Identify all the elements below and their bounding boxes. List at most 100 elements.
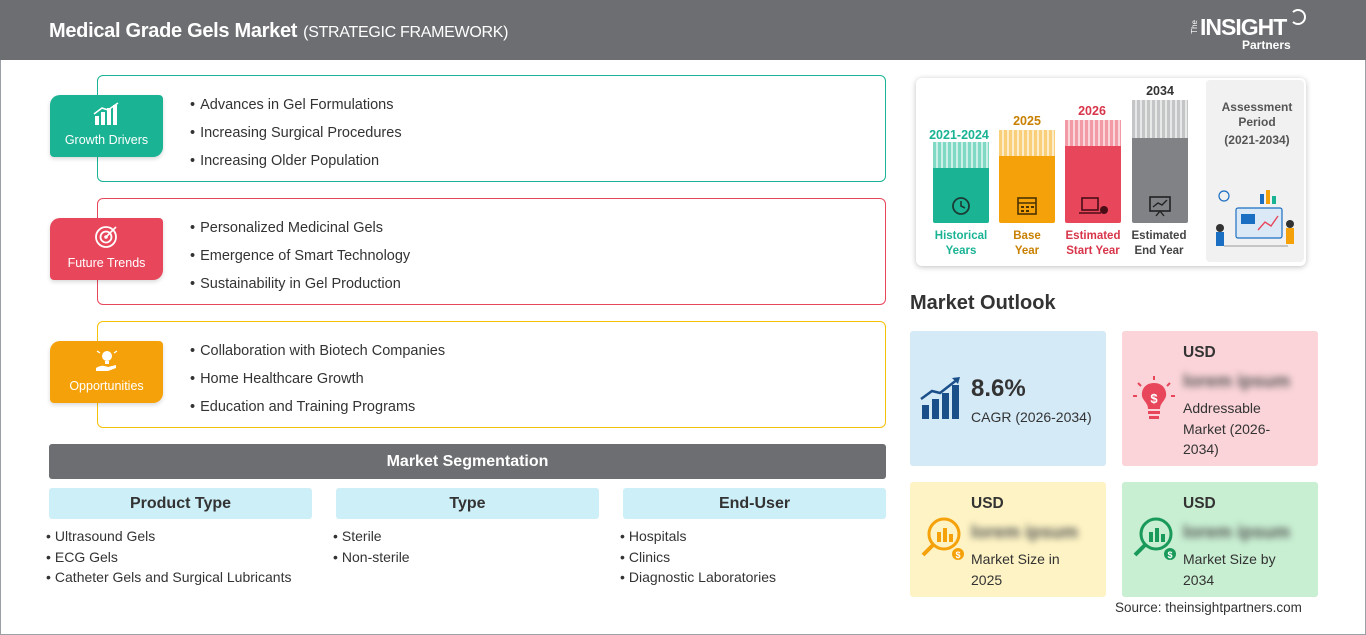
label-line: Start Year <box>1066 244 1120 257</box>
list-item: Catheter Gels and Surgical Lubricants <box>46 567 292 588</box>
label-line: Estimated <box>1131 230 1187 242</box>
assessment-period-years: (2021-2034) <box>1224 133 1290 147</box>
desc-line: 2034) <box>1183 441 1219 457</box>
label-line: Year <box>1014 244 1040 257</box>
timeline-bar-historical <box>933 142 989 223</box>
presentation-icon <box>1149 196 1171 217</box>
list-item: Hospitals <box>620 526 776 547</box>
timeline-year-historical: 2021-2024 <box>929 128 989 142</box>
timeline-bar-base <box>999 130 1055 223</box>
future-trends-box: Personalized Medicinal Gels Emergence of… <box>97 198 886 305</box>
list-item: Ultrasound Gels <box>46 526 291 547</box>
magnifier-chart-icon: $ <box>921 517 964 560</box>
growth-drivers-label: Growth Drivers <box>64 133 149 147</box>
size2034-value: lorem ipsum <box>1183 522 1291 542</box>
label-line: Estimated <box>1065 230 1121 242</box>
cagr-label: CAGR (2026-2034) <box>971 409 1092 425</box>
label-line: Base <box>1013 230 1041 242</box>
label-line: Historical <box>934 230 988 242</box>
list-item: Education and Training Programs <box>190 397 445 425</box>
list-item: Advances in Gel Formulations <box>190 95 402 123</box>
growth-drivers-box: Advances in Gel Formulations Increasing … <box>97 75 886 182</box>
label-line: Years <box>945 244 977 257</box>
size2025-value: lorem ipsum <box>971 522 1079 542</box>
lightbulb-dollar-icon: $ <box>1133 376 1175 419</box>
desc-line: Addressable <box>1183 400 1261 416</box>
label-line: End Year <box>1134 244 1184 257</box>
desc-line: Market Size in <box>971 551 1060 567</box>
bar-stripes <box>933 142 989 168</box>
timeline-year-base: 2025 <box>1013 114 1041 128</box>
growth-drivers-badge: Growth Drivers <box>50 95 163 157</box>
logo-partners: Partners <box>1242 38 1291 52</box>
calendar-icon <box>1017 197 1037 215</box>
list-item: Sterile <box>333 526 410 547</box>
segment-head-end-user: End-User <box>623 488 886 519</box>
size2025-desc: Market Size in 2025 <box>971 549 1060 590</box>
desc-line: 2025 <box>971 571 1003 588</box>
market-outlook-title: Market Outlook <box>910 292 1056 314</box>
target-icon <box>95 226 117 248</box>
opportunities-badge: Opportunities <box>50 341 163 403</box>
timeline-bar-end <box>1132 100 1188 223</box>
source-link[interactable]: Source: theinsightpartners.com <box>1115 600 1302 615</box>
segment-head-type: Type <box>336 488 599 519</box>
list-item: Collaboration with Biotech Companies <box>190 341 445 369</box>
growth-drivers-list: Advances in Gel Formulations Increasing … <box>190 95 402 179</box>
opportunities-box: Collaboration with Biotech Companies Hom… <box>97 321 886 428</box>
addressable-value: lorem ipsum <box>1183 371 1291 391</box>
size2034-usd: USD <box>1183 495 1216 512</box>
cagr-card: 8.6% CAGR (2026-2034) <box>910 331 1106 466</box>
addressable-usd: USD <box>1183 344 1216 361</box>
label-line: Assessment <box>1221 100 1293 114</box>
list-item: ECG Gels <box>46 547 291 568</box>
segmentation-title: Market Segmentation <box>49 444 886 479</box>
timeline-year-end: 2034 <box>1146 84 1174 98</box>
logo-the: The <box>1190 20 1199 34</box>
bar-stripes <box>999 130 1055 156</box>
svg-text:$: $ <box>955 550 960 560</box>
market-size-2025-card: USD lorem ipsum $ Market Size in 2025 <box>910 482 1106 597</box>
future-trends-list: Personalized Medicinal Gels Emergence of… <box>190 218 410 302</box>
list-item: Increasing Older Population <box>190 151 402 179</box>
list-item: Sustainability in Gel Production <box>190 274 410 302</box>
desc-line: 2034 <box>1183 571 1215 588</box>
future-trends-label: Future Trends <box>67 256 146 270</box>
page-title: Medical Grade Gels Market(STRATEGIC FRAM… <box>49 20 508 43</box>
logo-swoosh-icon <box>1290 9 1306 25</box>
list-item: Home Healthcare Growth <box>190 369 445 397</box>
history-icon <box>952 197 970 215</box>
growth-chart-icon <box>93 102 119 125</box>
svg-text:$: $ <box>1167 550 1172 560</box>
list-item: Emergence of Smart Technology <box>190 246 410 274</box>
title-text: Medical Grade Gels Market <box>49 20 298 42</box>
desc-line: Market (2026- <box>1183 420 1271 437</box>
segment-head-product-type: Product Type <box>49 488 312 519</box>
label-line: Period <box>1238 115 1276 129</box>
list-item: Diagnostic Laboratories <box>620 567 776 588</box>
opportunities-list: Collaboration with Biotech Companies Hom… <box>190 341 445 425</box>
magnifier-chart-icon: $ <box>1133 517 1176 560</box>
analytics-people-icon <box>1216 190 1294 247</box>
growth-bars-icon <box>920 377 960 419</box>
header-bar: Medical Grade Gels Market(STRATEGIC FRAM… <box>0 0 1366 60</box>
lightbulb-hand-icon <box>96 350 118 371</box>
type-list: Sterile Non-sterile <box>333 526 410 567</box>
bar-stripes <box>1065 120 1121 146</box>
list-item: Increasing Surgical Procedures <box>190 123 402 151</box>
timeline-year-start: 2026 <box>1078 104 1106 118</box>
logo-insight: INSIGHT <box>1200 14 1287 40</box>
size2025-usd: USD <box>971 495 1004 512</box>
start-year-icon <box>1079 197 1108 214</box>
list-item: Personalized Medicinal Gels <box>190 218 410 246</box>
